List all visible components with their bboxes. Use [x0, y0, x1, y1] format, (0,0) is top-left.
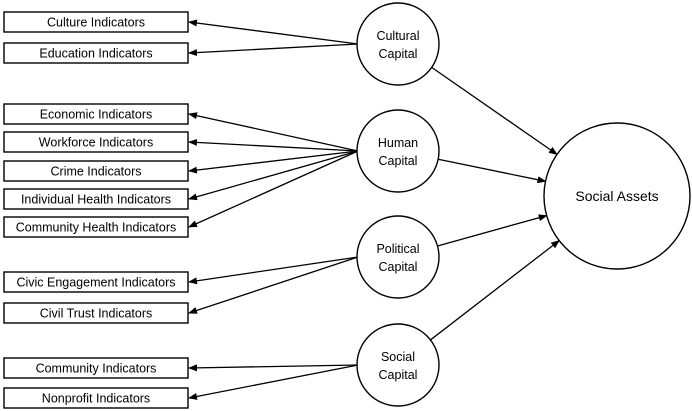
indicator-label-individual-health-indicators: Individual Health Indicators: [21, 193, 171, 207]
edge-political-to-social-assets: [437, 214, 548, 247]
edge-social-to-social-assets: [430, 239, 560, 341]
node-human-capital-label-line1: Human: [378, 136, 418, 150]
edge-cultural-to-social-assets: [431, 66, 558, 155]
indicator-label-education-indicators: Education Indicators: [39, 47, 152, 61]
indicator-box-culture-indicators: Culture Indicators: [3, 11, 189, 33]
edge-cultural-to-education-indicators: [188, 43, 359, 57]
node-cultural-capital-label-line2: Capital: [379, 47, 418, 61]
edge-human-to-community-health-indicators: [188, 150, 359, 228]
indicator-box-education-indicators-frame: [3, 42, 189, 64]
indicator-label-workforce-indicators: Workforce Indicators: [39, 136, 153, 150]
indicator-box-economic-indicators: Economic Indicators: [3, 103, 189, 125]
edge-human-to-crime-indicators: [188, 150, 359, 174]
edge-social-to-nonprofit-indicators: [188, 364, 359, 400]
node-cultural-capital-label-line1: Cultural: [376, 29, 419, 43]
indicator-label-community-health-indicators: Community Health Indicators: [16, 221, 176, 235]
indicator-box-community-health-indicators-frame: [3, 216, 189, 238]
indicator-box-community-health-indicators: Community Health Indicators: [3, 216, 189, 238]
indicator-box-civic-engagement-indicators-frame: [3, 271, 189, 293]
indicator-box-crime-indicators: Crime Indicators: [3, 160, 189, 182]
indicator-box-individual-health-indicators: Individual Health Indicators: [3, 188, 189, 210]
node-social-capital-label-line2: Capital: [379, 368, 418, 382]
indicator-box-civil-trust-indicators-frame: [3, 302, 189, 324]
node-human-capital-circle: [356, 109, 440, 193]
indicator-label-crime-indicators: Crime Indicators: [51, 165, 142, 179]
indicator-label-civil-trust-indicators: Civil Trust Indicators: [40, 307, 153, 321]
indicator-label-culture-indicators: Culture Indicators: [47, 16, 145, 30]
edge-cultural-to-culture-indicators: [188, 19, 359, 45]
node-social-capital-circle: [356, 323, 440, 407]
node-social-assets-label: Social Assets: [575, 188, 658, 204]
edge-human-to-social-assets: [438, 158, 547, 184]
node-human-capital-label-line2: Capital: [379, 154, 418, 168]
node-political-capital-label-line1: Political: [376, 242, 419, 256]
indicator-label-nonprofit-indicators: Nonprofit Indicators: [42, 392, 150, 406]
indicator-box-community-indicators-frame: [3, 357, 189, 379]
indicator-box-workforce-indicators: Workforce Indicators: [3, 131, 189, 153]
edges-layer: [188, 19, 560, 400]
edge-human-to-workforce-indicators: [188, 138, 359, 152]
indicator-label-economic-indicators: Economic Indicators: [40, 108, 153, 122]
indicator-box-nonprofit-indicators-frame: [3, 387, 189, 409]
indicator-box-workforce-indicators-frame: [3, 131, 189, 153]
node-political-capital-label-line2: Capital: [379, 260, 418, 274]
edge-political-to-civic-engagement-indicators: [188, 256, 359, 285]
indicator-box-community-indicators: Community Indicators: [3, 357, 189, 379]
node-political-capital-circle: [356, 215, 440, 299]
indicator-box-civic-engagement-indicators: Civic Engagement Indicators: [3, 271, 189, 293]
indicator-label-civic-engagement-indicators: Civic Engagement Indicators: [16, 276, 175, 290]
node-social-capital-label-line1: Social: [381, 350, 415, 364]
edge-human-to-individual-health-indicators: [188, 150, 359, 201]
edge-political-to-civil-trust-indicators: [188, 256, 359, 314]
edge-human-to-economic-indicators: [188, 112, 359, 152]
indicator-box-economic-indicators-frame: [3, 103, 189, 125]
indicator-box-culture-indicators-frame: [3, 11, 189, 33]
node-cultural-capital-circle: [356, 2, 440, 86]
indicator-box-nonprofit-indicators: Nonprofit Indicators: [3, 387, 189, 409]
edge-social-to-community-indicators: [188, 364, 359, 372]
node-social-assets-circle: [543, 122, 691, 270]
indicator-box-education-indicators: Education Indicators: [3, 42, 189, 64]
indicator-box-individual-health-indicators-frame: [3, 188, 189, 210]
node-social-assets: Social Assets: [543, 122, 691, 270]
indicator-box-civil-trust-indicators: Civil Trust Indicators: [3, 302, 189, 324]
indicator-label-community-indicators: Community Indicators: [36, 362, 157, 376]
indicator-box-crime-indicators-frame: [3, 160, 189, 182]
